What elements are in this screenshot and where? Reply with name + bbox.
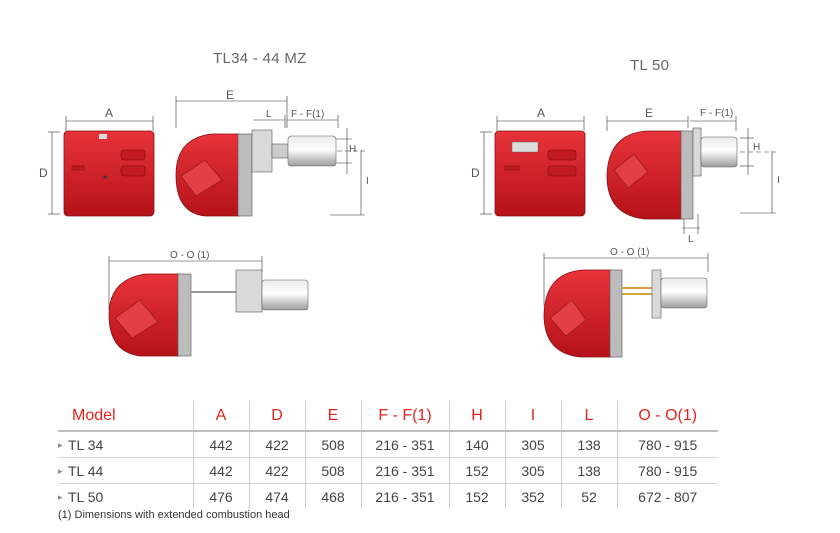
cell: 422 — [248, 457, 305, 484]
cell: 216 - 351 — [360, 430, 449, 458]
dim-h-left: H — [349, 144, 357, 155]
dim-i-right: I — [777, 175, 780, 186]
cell: 52 — [560, 483, 617, 509]
cell: 152 — [448, 483, 505, 509]
dimensions-table: Model A D E F - F(1) H I L O - O(1) ▸TL … — [58, 401, 718, 509]
cell: 305 — [504, 457, 561, 484]
cell: 508 — [304, 430, 361, 458]
cell: 442 — [192, 457, 249, 484]
table-header-row: Model A D E F - F(1) H I L O - O(1) — [58, 401, 718, 431]
dim-e-right: E — [645, 106, 654, 120]
blast-tube — [287, 135, 337, 167]
front-view-tl34 — [48, 116, 154, 215]
title-tl34-44: TL34 - 44 MZ — [213, 50, 307, 67]
cell-model: ▸TL 44 — [58, 457, 193, 484]
dim-d-right: D — [471, 166, 480, 180]
table-row: ▸TL 44 442 422 508 216 - 351 152 305 138… — [58, 457, 718, 484]
dim-o-right: O - O (1) — [610, 247, 650, 258]
dim-d-left: D — [39, 166, 48, 180]
header-model: Model — [58, 401, 193, 431]
cell: 138 — [560, 457, 617, 484]
header-o: O - O(1) — [616, 401, 718, 431]
cell: 780 - 915 — [616, 430, 718, 458]
bottom-view-tl34 — [108, 256, 263, 310]
header-f: F - F(1) — [360, 401, 449, 431]
dim-l-left: L — [266, 109, 272, 120]
dim-f-right: F - F(1) — [700, 108, 734, 119]
header-a: A — [192, 401, 249, 431]
cell: 216 - 351 — [360, 483, 449, 509]
cell: 780 - 915 — [616, 457, 718, 484]
dim-e-left: E — [226, 88, 235, 102]
bullet-icon: ▸ — [58, 466, 63, 477]
front-view-tl50 — [480, 116, 585, 215]
cell: 352 — [504, 483, 561, 509]
dim-a-left: A — [105, 106, 114, 120]
cell-model: ▸TL 34 — [58, 430, 193, 458]
cell: 216 - 351 — [360, 457, 449, 484]
dim-o-left: O - O (1) — [170, 250, 210, 261]
cell: 140 — [448, 430, 505, 458]
cell: 474 — [248, 483, 305, 509]
burner-drawings — [48, 96, 776, 358]
header-d: D — [248, 401, 305, 431]
header-h: H — [448, 401, 505, 431]
table-row: ▸TL 34 442 422 508 216 - 351 140 305 138… — [58, 430, 718, 458]
cell-model: ▸TL 50 — [58, 483, 193, 509]
cell: 138 — [560, 430, 617, 458]
cell: 508 — [304, 457, 361, 484]
bottom-view-tl50 — [543, 253, 709, 306]
header-i: I — [504, 401, 561, 431]
bullet-icon: ▸ — [58, 492, 63, 503]
header-l: L — [560, 401, 617, 431]
bullet-icon: ▸ — [58, 440, 63, 451]
dim-a-right: A — [537, 106, 546, 120]
table-row: ▸TL 50 476 474 468 216 - 351 152 352 52 … — [58, 483, 718, 509]
cell: 152 — [448, 457, 505, 484]
header-e: E — [304, 401, 361, 431]
cell: 422 — [248, 430, 305, 458]
cell: 442 — [192, 430, 249, 458]
title-tl50: TL 50 — [630, 57, 670, 74]
cell: 305 — [504, 430, 561, 458]
cell: 672 - 807 — [616, 483, 718, 509]
footnote: (1) Dimensions with extended combustion … — [58, 509, 290, 521]
cell: 476 — [192, 483, 249, 509]
dim-h-right: H — [753, 142, 761, 153]
dim-f-left: F - F(1) — [291, 109, 325, 120]
blast-tube-tl50 — [700, 136, 738, 168]
dim-l-right: L — [688, 234, 694, 245]
front-knob — [99, 134, 107, 139]
dim-i-left: I — [366, 176, 369, 187]
cell: 468 — [304, 483, 361, 509]
